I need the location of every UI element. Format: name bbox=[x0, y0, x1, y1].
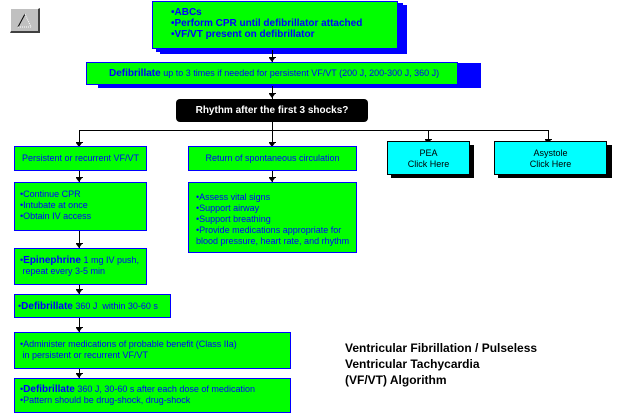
connector bbox=[79, 171, 80, 182]
rosc-action: •Support breathing bbox=[196, 214, 271, 224]
arrow-head bbox=[269, 94, 275, 98]
pea-link-button[interactable]: PEA Click Here bbox=[387, 141, 470, 175]
rosc-action: •Support airway bbox=[196, 203, 260, 213]
arrow-head bbox=[425, 139, 432, 140]
algorithm-title: Ventricular Fibrillation / Pulseless Ven… bbox=[345, 340, 537, 388]
connector bbox=[79, 318, 80, 332]
arrow-head bbox=[269, 57, 276, 58]
rosc-box: Return of spontaneous circulation bbox=[188, 146, 357, 171]
decision-label: Rhythm after the first 3 shocks? bbox=[195, 105, 349, 116]
title-line-2: Ventricular Tachycardia bbox=[345, 357, 480, 371]
connector bbox=[272, 122, 273, 132]
arrow-head bbox=[269, 58, 275, 62]
arrow-head bbox=[76, 178, 82, 182]
epinephrine-bold: Epinephrine bbox=[23, 255, 81, 266]
defib-initial-bold: Defibrillate bbox=[109, 68, 161, 79]
pea-click-here: Click Here bbox=[407, 159, 450, 169]
defib-after-med-bold: Defibrillate bbox=[23, 384, 75, 395]
epinephrine-text: 1 mg IV push, bbox=[80, 255, 139, 265]
asystole-click-here: Click Here bbox=[529, 159, 572, 169]
arrow-head bbox=[76, 244, 82, 248]
connector bbox=[272, 86, 273, 99]
asystole-link-button[interactable]: Asystole Click Here bbox=[494, 141, 607, 175]
defib-360-text: 360 J within 30-60 s bbox=[72, 301, 158, 311]
rosc-label: Return of spontaneous circulation bbox=[205, 153, 340, 163]
title-line-3: (VF/VT) Algorithm bbox=[345, 373, 447, 387]
connector bbox=[272, 130, 273, 146]
persistent-actions-box: •Continue CPR •Intubate at once •Obtain … bbox=[14, 182, 147, 231]
defib-after-med-text: 360 J, 30-60 s after each dose of medica… bbox=[74, 384, 255, 394]
rosc-action: •Assess vital signs bbox=[196, 192, 271, 202]
arrow-head bbox=[269, 177, 276, 178]
medications-line: in persistent or recurrent VF/VT bbox=[20, 350, 149, 360]
initial-line-1: •ABCs bbox=[171, 7, 202, 18]
defib-initial-text: up to 3 times if needed for persistent V… bbox=[160, 68, 440, 78]
connector bbox=[428, 130, 429, 143]
persistent-action: •Continue CPR bbox=[20, 189, 81, 199]
medications-box: •Administer medications of probable bene… bbox=[14, 332, 291, 369]
defib-after-med-box: •Defibrillate 360 J, 30-60 s after each … bbox=[14, 378, 291, 413]
pea-label: PEA bbox=[419, 148, 438, 158]
initial-line-3: •VF/VT present on defibrillator bbox=[171, 29, 315, 40]
persistent-action: •Obtain IV access bbox=[20, 211, 92, 221]
connector bbox=[548, 130, 549, 143]
arrow-head bbox=[76, 143, 82, 147]
title-line-1: Ventricular Fibrillation / Pulseless bbox=[345, 341, 538, 355]
arrow-head bbox=[76, 177, 83, 178]
connector bbox=[79, 130, 80, 146]
defib-360-box: •Defibrillate 360 J within 30-60 s bbox=[14, 294, 171, 318]
arrow-head bbox=[76, 328, 82, 332]
arrow-head bbox=[76, 289, 83, 290]
asystole-label: Asystole bbox=[533, 148, 568, 158]
arrow-head bbox=[76, 142, 83, 143]
home-button[interactable] bbox=[10, 8, 40, 33]
persistent-action: •Intubate at once bbox=[20, 200, 88, 210]
connector bbox=[272, 171, 273, 182]
arrow-head bbox=[76, 243, 83, 244]
arrow-head bbox=[76, 327, 83, 328]
epinephrine-box: •Epinephrine 1 mg IV push, repeat every … bbox=[14, 248, 147, 285]
rosc-actions-box: •Assess vital signs •Support airway •Sup… bbox=[188, 182, 357, 253]
defib-360-bullet: • bbox=[18, 301, 22, 311]
medications-line: •Administer medications of probable bene… bbox=[20, 339, 237, 349]
initial-line-2: •Perform CPR until defibrillator attache… bbox=[171, 18, 363, 29]
rosc-action: blood pressure, heart rate, and rhythm bbox=[196, 236, 350, 246]
arrow-head bbox=[269, 142, 276, 143]
arrow-head bbox=[76, 374, 82, 378]
arrow-head bbox=[76, 373, 83, 374]
connector bbox=[79, 231, 80, 248]
rosc-action: •Provide medications appropriate for bbox=[196, 225, 342, 235]
defib-360-bold: Defibrillate bbox=[21, 301, 73, 312]
arrow-head bbox=[545, 139, 552, 140]
connector bbox=[272, 50, 273, 62]
initial-assessment-box: •ABCs •Perform CPR until defibrillator a… bbox=[152, 1, 398, 49]
epinephrine-bullet: • bbox=[20, 255, 24, 265]
arrow-head bbox=[76, 290, 82, 294]
defib-after-med-line2: •Pattern should be drug-shock, drug-shoc… bbox=[20, 395, 191, 405]
arrow-head bbox=[269, 143, 275, 147]
decision-box: Rhythm after the first 3 shocks? bbox=[176, 99, 368, 122]
branch-bus bbox=[79, 130, 549, 131]
defib-after-med-bullet: • bbox=[20, 384, 24, 394]
arrow-head bbox=[269, 93, 276, 94]
persistent-vfvt-label: Persistent or recurrent VF/VT bbox=[21, 153, 140, 163]
persistent-vfvt-box: Persistent or recurrent VF/VT bbox=[14, 146, 147, 171]
epinephrine-line2: repeat every 3-5 min bbox=[20, 266, 106, 276]
defib-initial-box: Defibrillate up to 3 times if needed for… bbox=[86, 62, 458, 85]
arrow-head bbox=[269, 178, 275, 182]
triangle-up-icon bbox=[17, 13, 32, 28]
